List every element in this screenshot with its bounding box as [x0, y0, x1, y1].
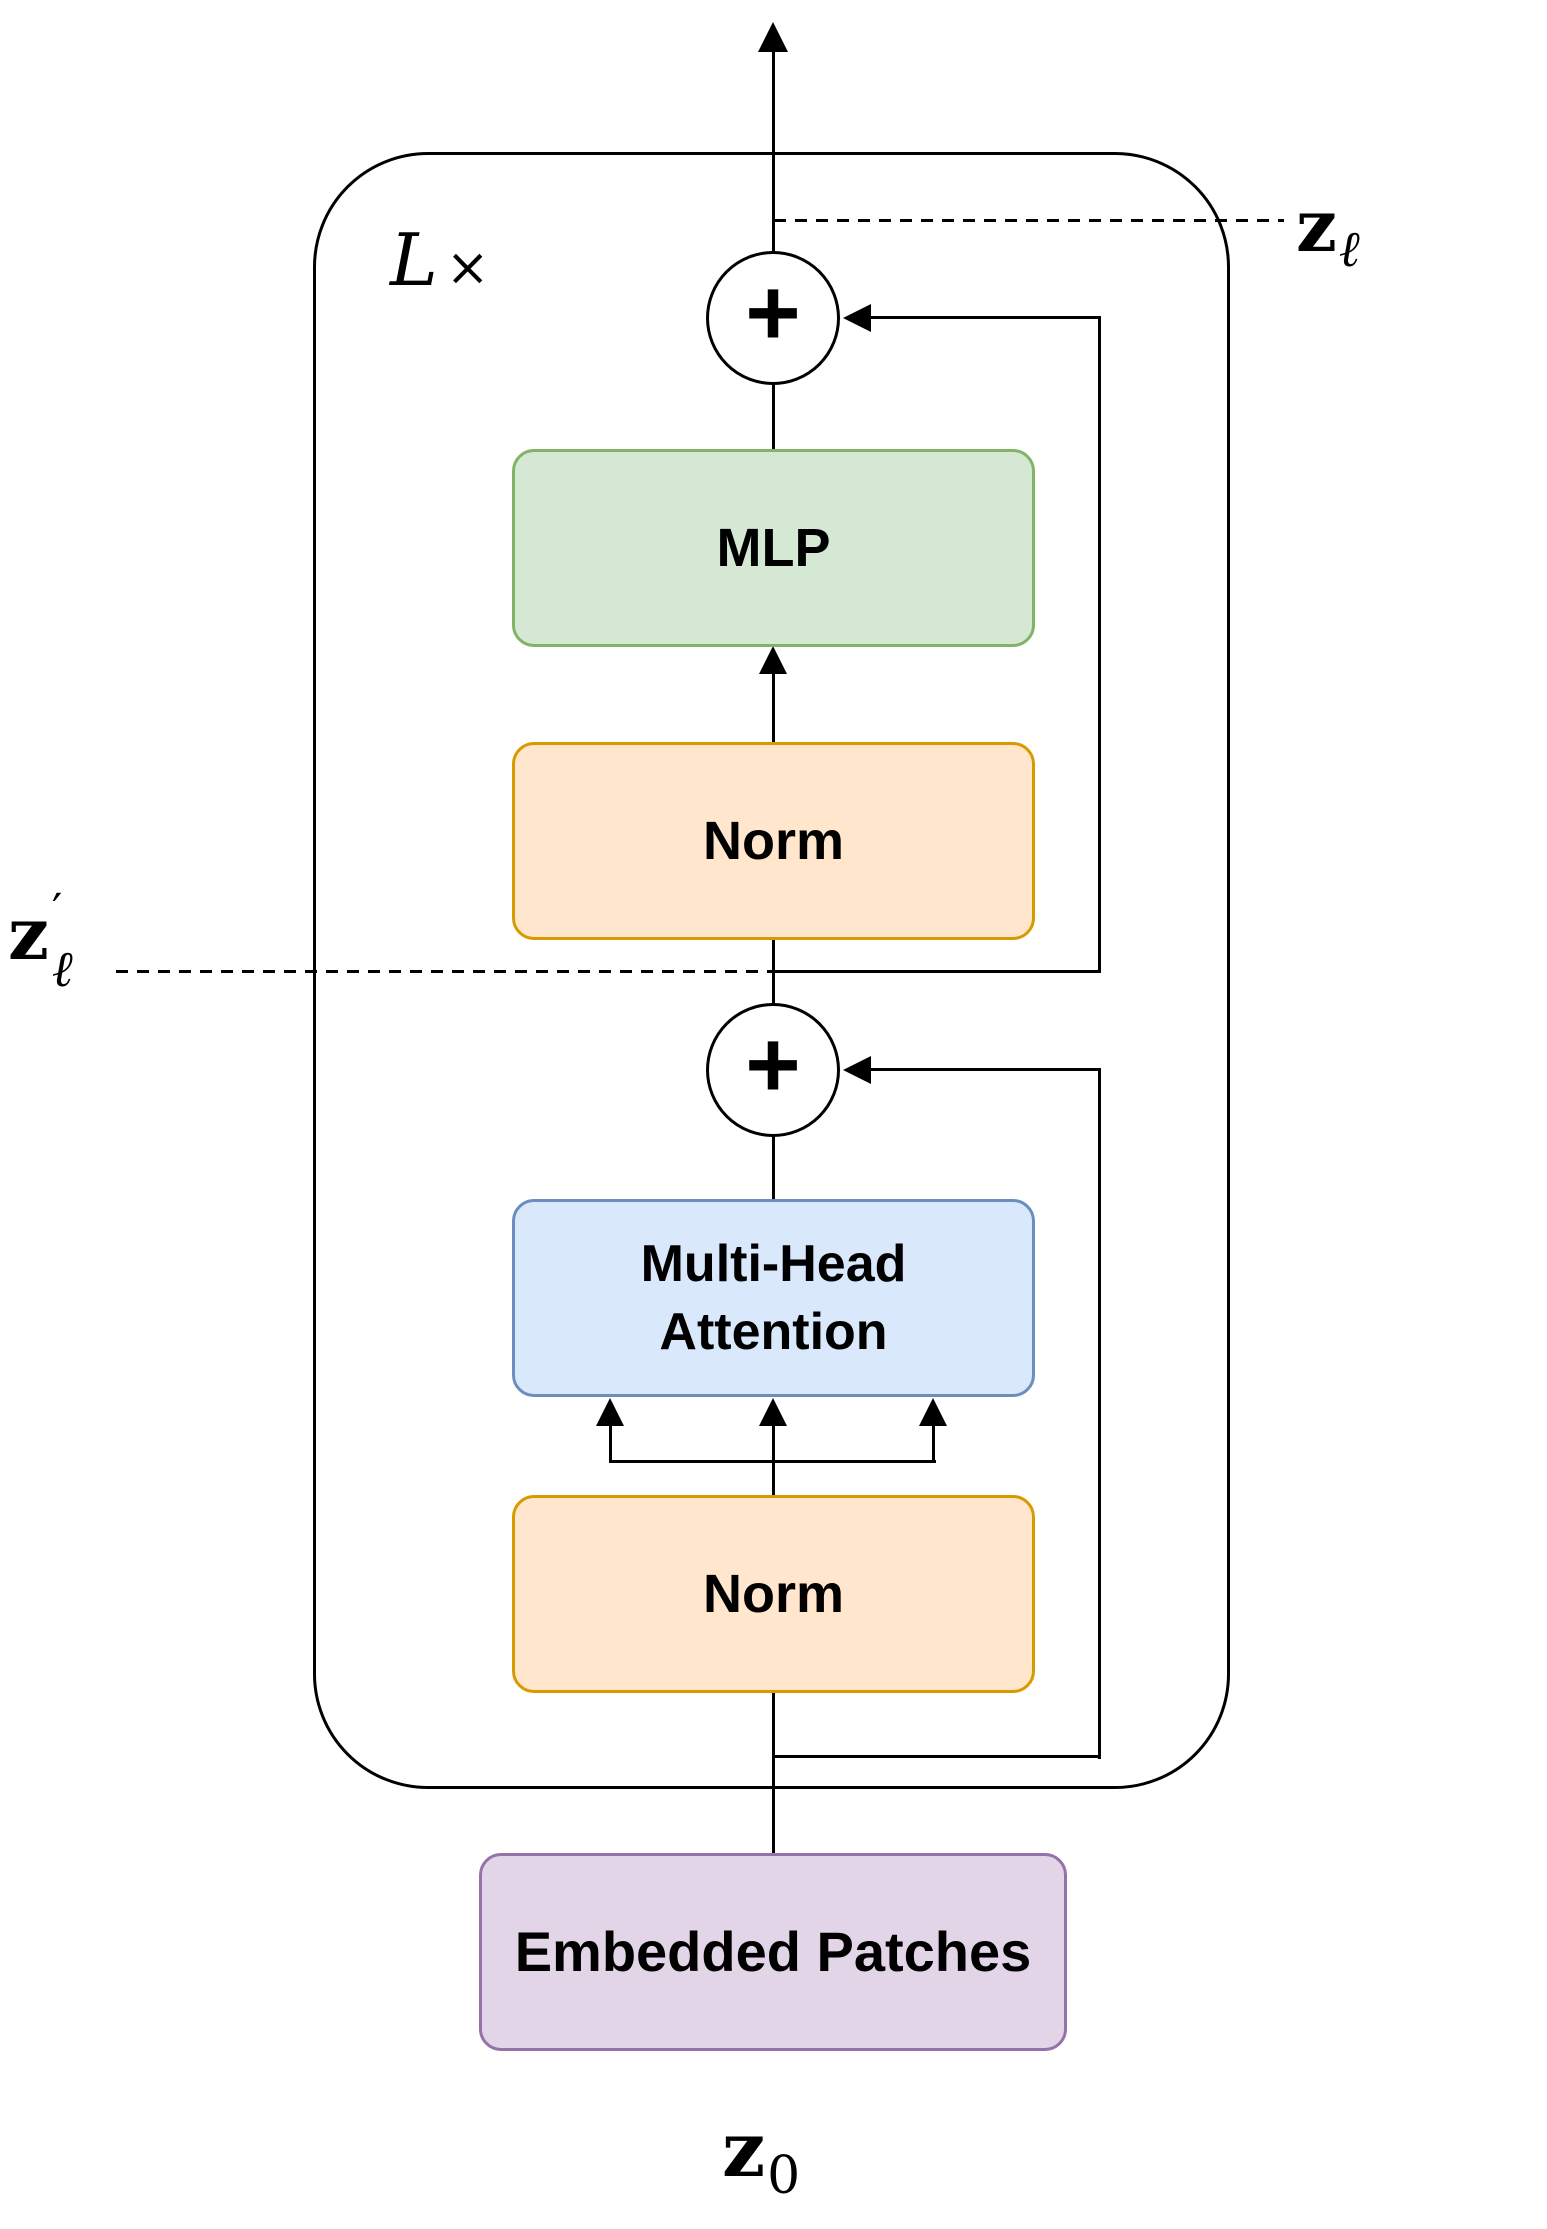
arrowhead-into-mlp — [759, 646, 787, 674]
dashed-line-z-prime-l — [116, 970, 772, 973]
z-l-output-label: z ℓ — [1296, 183, 1360, 275]
z-l-subscript: ℓ — [1338, 220, 1360, 278]
z-prime-l-label: z ′ ℓ — [8, 887, 73, 994]
z-prime-base: z — [8, 891, 49, 976]
embedded-patches-label: Embedded Patches — [514, 1920, 1032, 1983]
z-prime-subscript: ℓ — [51, 940, 73, 999]
mlp-label: MLP — [716, 518, 831, 578]
residual2-branch-line — [772, 1755, 1101, 1758]
connector-qkv-center — [772, 1424, 775, 1498]
z-prime-scripts: ′ ℓ — [52, 887, 73, 994]
mlp-node: MLP — [512, 449, 1035, 647]
plus-icon: + — [745, 259, 801, 366]
arrowhead-into-add2 — [843, 1056, 871, 1084]
arrowhead-output-up — [758, 22, 788, 52]
arrowhead-into-mha-center — [759, 1398, 787, 1426]
z-0-base: z — [722, 2105, 766, 2194]
loop-count-label: L × — [390, 224, 489, 296]
norm-bottom-label: Norm — [702, 1564, 844, 1624]
residual2-vertical-line — [1098, 1069, 1101, 1759]
connector-qkv-left — [609, 1424, 612, 1463]
add-operator-bottom: + — [706, 1003, 840, 1137]
arrowhead-into-mha-right — [919, 1398, 947, 1426]
add-operator-top: + — [706, 251, 840, 385]
plus-icon: + — [745, 1011, 801, 1118]
dashed-line-z-l — [774, 219, 1284, 222]
multi-head-attention-node: Multi-Head Attention — [512, 1199, 1035, 1397]
embedded-patches-node: Embedded Patches — [479, 1853, 1067, 2051]
z-l-base: z — [1296, 183, 1337, 268]
residual1-arrow-line — [866, 316, 1101, 319]
arrowhead-into-add1 — [843, 304, 871, 332]
connector-output-line — [772, 46, 775, 253]
norm-top-label: Norm — [702, 811, 844, 871]
residual2-arrow-line — [866, 1068, 1101, 1071]
prime-mark: ′ — [51, 883, 63, 937]
connector-qkv-right — [932, 1424, 935, 1463]
connector-embedded-to-norm2 — [772, 1692, 775, 1854]
connector-add1-to-mlp — [772, 384, 775, 451]
arrowhead-into-mha-left — [596, 1398, 624, 1426]
residual1-vertical-line — [1098, 317, 1101, 973]
residual1-branch-line — [772, 970, 1101, 973]
loop-l-symbol: L — [390, 218, 438, 302]
norm-top-node: Norm — [512, 742, 1035, 940]
z-0-input-label: z 0 — [722, 2105, 800, 2203]
mha-label-line2: Attention — [659, 1303, 888, 1361]
connector-norm1-to-mlp — [772, 668, 775, 744]
connector-add2-to-mha — [772, 1135, 775, 1201]
z-0-subscript: 0 — [767, 2146, 801, 2206]
norm-bottom-node: Norm — [512, 1495, 1035, 1693]
loop-times-symbol: × — [445, 238, 490, 298]
mha-label-line1: Multi-Head — [640, 1235, 907, 1293]
